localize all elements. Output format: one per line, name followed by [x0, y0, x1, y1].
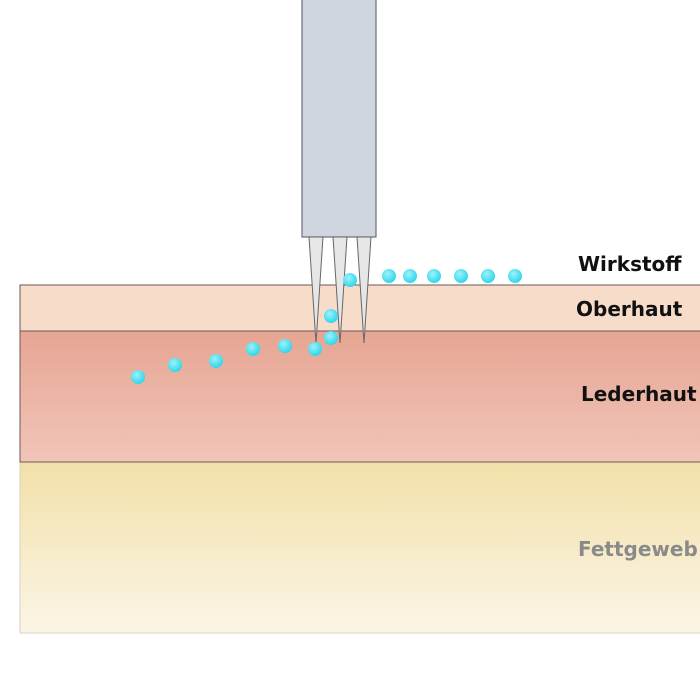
label-lederhaut: Lederhaut: [581, 382, 697, 406]
epidermis-layer: [19, 284, 700, 332]
microneedle-device-body: [301, 0, 377, 238]
droplet: [508, 269, 522, 283]
droplets: [131, 269, 522, 384]
droplet: [343, 273, 357, 287]
droplet: [382, 269, 396, 283]
droplet: [209, 354, 223, 368]
droplet: [278, 339, 292, 353]
needle-middle: [332, 236, 348, 344]
label-fettgewebe: Fettgeweb: [578, 537, 698, 561]
droplet: [168, 358, 182, 372]
droplet: [308, 342, 322, 356]
dermis-layer: [19, 330, 700, 463]
droplet: [324, 331, 338, 345]
needle-left: [308, 236, 324, 344]
droplet: [131, 370, 145, 384]
fat-tissue-layer: [19, 461, 700, 634]
droplet: [403, 269, 417, 283]
label-wirkstoff: Wirkstoff: [578, 252, 682, 276]
droplet: [246, 342, 260, 356]
label-oberhaut: Oberhaut: [576, 297, 683, 321]
droplet: [481, 269, 495, 283]
droplet: [324, 309, 338, 323]
droplet: [427, 269, 441, 283]
needle-right: [356, 236, 372, 344]
droplet: [454, 269, 468, 283]
